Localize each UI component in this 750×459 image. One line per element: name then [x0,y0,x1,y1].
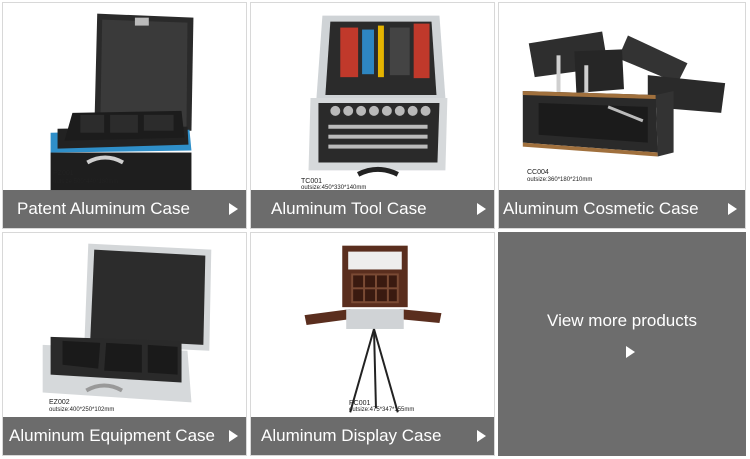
product-label-bar[interactable]: Aluminum Equipment Case [3,417,246,455]
product-label-bar[interactable]: Patent Aluminum Case [3,190,246,228]
patent-aluminum-case-photo [3,3,246,191]
play-arrow-icon [728,203,737,215]
aluminum-cosmetic-case-photo [499,3,745,191]
product-label: Aluminum Cosmetic Case [503,199,699,218]
model-number: EZ002 [49,399,70,406]
product-label-bar[interactable]: Aluminum Display Case [251,417,494,455]
product-label: Aluminum Tool Case [271,199,427,218]
product-card-aluminum-display-case[interactable]: PC001 outsize:475*347*155mm Aluminum Dis… [250,232,495,456]
dimensions-text: outsize:475*347*155mm [349,407,415,413]
product-label: Patent Aluminum Case [17,199,190,218]
model-number: PC001 [349,400,371,407]
play-arrow-icon [477,203,486,215]
aluminum-display-case-photo [251,233,494,421]
dimensions-text: outsize:450*330*140mm [301,185,367,191]
aluminum-equipment-case-photo [3,233,246,421]
dimensions-text: outsize:400*250*102mm [49,407,115,413]
product-card-patent-aluminum-case[interactable]: PZ001 outsize:500*440*180mm Patent Alumi… [2,2,247,229]
view-more-label: View more products [547,311,697,330]
aluminum-tool-case-photo [251,3,494,191]
dimensions-text: outsize:360*180*210mm [527,177,593,183]
product-card-aluminum-tool-case[interactable]: TC001 outsize:450*330*140mm Aluminum Too… [250,2,495,229]
product-label-bar[interactable]: Aluminum Cosmetic Case [499,190,745,228]
product-label: Aluminum Equipment Case [9,426,215,445]
product-card-aluminum-cosmetic-case[interactable]: CC004 outsize:360*180*210mm Aluminum Cos… [498,2,746,229]
play-arrow-icon [626,346,635,358]
model-number: TC001 [301,178,323,185]
product-card-aluminum-equipment-case[interactable]: EZ002 outsize:400*250*102mm Aluminum Equ… [2,232,247,456]
product-label: Aluminum Display Case [261,426,442,445]
model-number: PZ001 [53,170,74,177]
view-more-products-button[interactable]: View more products [498,232,746,456]
play-arrow-icon [229,430,238,442]
product-label-bar[interactable]: Aluminum Tool Case [251,190,494,228]
play-arrow-icon [229,203,238,215]
play-arrow-icon [477,430,486,442]
model-number: CC004 [527,169,549,176]
dimensions-text: outsize:500*440*180mm [53,179,119,185]
